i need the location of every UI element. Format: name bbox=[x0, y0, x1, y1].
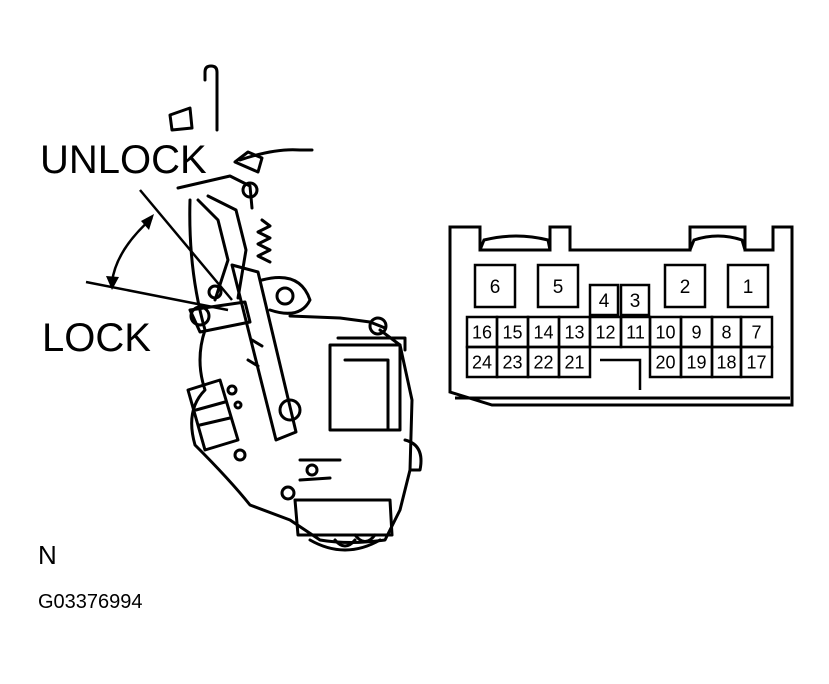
key-notch bbox=[600, 358, 642, 390]
terminal-11: 11 bbox=[626, 322, 645, 342]
terminal-17: 17 bbox=[746, 352, 766, 372]
terminal-4-cell bbox=[588, 283, 620, 317]
terminal-3: 3 bbox=[630, 291, 641, 312]
arrowhead-unlock bbox=[141, 214, 154, 230]
terminal-4: 4 bbox=[599, 291, 610, 312]
lock-label: LOCK bbox=[42, 316, 151, 360]
arrowhead-lock bbox=[106, 276, 119, 290]
unlock-label: UNLOCK bbox=[40, 138, 207, 182]
terminal-14: 14 bbox=[533, 322, 553, 342]
terminal-20: 20 bbox=[655, 352, 675, 372]
terminal-5: 5 bbox=[553, 277, 564, 298]
terminal-2-cell bbox=[663, 263, 707, 309]
terminal-7: 7 bbox=[751, 322, 761, 342]
vertical-link bbox=[230, 263, 298, 442]
motor-block bbox=[328, 343, 402, 432]
unlock-reference-line bbox=[139, 189, 233, 301]
figure-code: G03376994 bbox=[38, 591, 143, 613]
actuator-housing bbox=[188, 198, 414, 544]
terminal-23: 23 bbox=[502, 352, 522, 372]
terminal-21-cell bbox=[557, 345, 592, 379]
lock-rod bbox=[203, 64, 219, 132]
connector-stub bbox=[186, 378, 240, 452]
terminal-15: 15 bbox=[502, 322, 522, 342]
terminal-9: 9 bbox=[691, 322, 701, 342]
terminal-1-cell bbox=[726, 263, 770, 309]
terminal-6: 6 bbox=[490, 277, 501, 298]
terminal-8: 8 bbox=[721, 322, 731, 342]
terminal-24: 24 bbox=[472, 352, 492, 372]
lever-arm bbox=[196, 198, 230, 302]
terminal-18: 18 bbox=[716, 352, 736, 372]
lock-reference-line bbox=[85, 280, 229, 312]
terminal-16: 16 bbox=[472, 322, 492, 342]
terminal-6-cell bbox=[473, 263, 517, 309]
terminal-1: 1 bbox=[743, 277, 754, 298]
terminal-3-cell bbox=[619, 283, 651, 317]
connector-face bbox=[448, 225, 794, 407]
terminal-10: 10 bbox=[655, 322, 675, 342]
terminal-21: 21 bbox=[564, 352, 584, 372]
terminal-12: 12 bbox=[595, 322, 615, 342]
terminal-5-cell bbox=[536, 263, 580, 309]
bottom-mount bbox=[293, 498, 394, 537]
terminal-17-cell bbox=[739, 345, 774, 379]
connector-outline bbox=[448, 225, 794, 407]
spring bbox=[256, 218, 272, 264]
view-letter: N bbox=[38, 540, 57, 570]
terminal-22: 22 bbox=[533, 352, 553, 372]
cable bbox=[238, 148, 314, 162]
terminal-2: 2 bbox=[680, 277, 691, 298]
terminal-19: 19 bbox=[686, 352, 706, 372]
terminal-13: 13 bbox=[564, 322, 584, 342]
